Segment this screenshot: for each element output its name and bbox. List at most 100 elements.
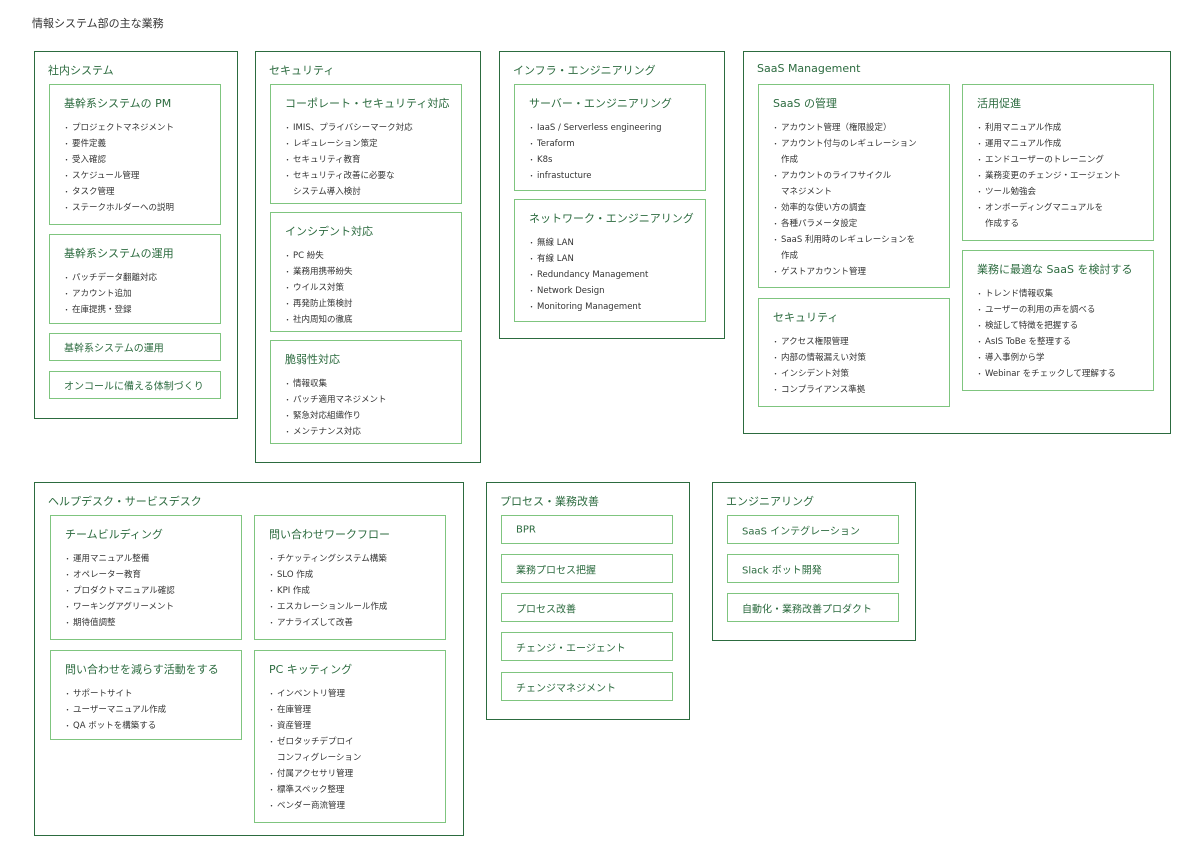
box-saas-evaluation: 業務に最適な SaaS を検討する トレンド情報収集 ユーザーの利用の声を調べる…	[962, 250, 1154, 391]
list-item: ステークホルダーへの説明	[63, 200, 216, 216]
list-item: Webinar をチェックして理解する	[976, 366, 1149, 382]
list-item: ウイルス対策	[284, 280, 457, 296]
box-saas-adoption: 活用促進 利用マニュアル作成 運用マニュアル作成 エンドユーザーのトレーニング …	[962, 84, 1154, 241]
item-list: 情報収集 パッチ適用マネジメント 緊急対応組織作り メンテナンス対応	[284, 376, 457, 440]
box-inquiry-workflow: 問い合わせワークフロー チケッティングシステム構築 SLO 作成 KPI 作成 …	[254, 515, 446, 640]
list-item: ゼロタッチデプロイ	[268, 734, 441, 750]
box-label: 基幹系システムの運用	[64, 343, 164, 355]
group-title: セキュリティ	[269, 64, 335, 77]
list-item: メンテナンス対応	[284, 424, 457, 440]
list-item: 内部の情報漏えい対策	[772, 350, 945, 366]
box-title: 問い合わせを減らす活動をする	[65, 663, 219, 676]
item-list: 利用マニュアル作成 運用マニュアル作成 エンドユーザーのトレーニング 業務変更の…	[976, 120, 1149, 232]
box-saas-integration: SaaS インテグレーション	[727, 515, 899, 544]
list-item: ベンダー商流管理	[268, 798, 441, 814]
list-item: Network Design	[528, 283, 701, 299]
list-item: 標準スペック整理	[268, 782, 441, 798]
list-item: ユーザーマニュアル作成	[64, 702, 237, 718]
group-infra-engineering: インフラ・エンジニアリング サーバー・エンジニアリング IaaS / Serve…	[499, 51, 725, 339]
list-item: チケッティングシステム構築	[268, 551, 441, 567]
list-item: パッチ適用マネジメント	[284, 392, 457, 408]
group-engineering: エンジニアリング SaaS インテグレーション Slack ボット開発 自動化・…	[712, 482, 916, 641]
box-slack-bot: Slack ボット開発	[727, 554, 899, 583]
list-item: プロジェクトマネジメント	[63, 120, 216, 136]
list-item: PC 紛失	[284, 248, 457, 264]
box-team-building: チームビルディング 運用マニュアル整備 オペレーター教育 プロダクトマニュアル確…	[50, 515, 242, 640]
list-item-continuation: 作成	[781, 155, 799, 165]
box-title: 基幹系システムの運用	[64, 247, 174, 260]
box-title: チームビルディング	[65, 528, 163, 541]
box-title: コーポレート・セキュリティ対応	[285, 97, 450, 110]
box-server-engineering: サーバー・エンジニアリング IaaS / Serverless engineer…	[514, 84, 706, 191]
box-reduce-inquiries: 問い合わせを減らす活動をする サポートサイト ユーザーマニュアル作成 QA ボッ…	[50, 650, 242, 740]
list-item: 緊急対応組織作り	[284, 408, 457, 424]
box-title: インシデント対応	[285, 225, 373, 238]
group-saas-management: SaaS Management SaaS の管理 アカウント管理（権限設定） ア…	[743, 51, 1171, 434]
item-list: アクセス権限管理 内部の情報漏えい対策 インシデント対策 コンプライアンス準拠	[772, 334, 945, 398]
list-item-continuation: 作成する	[985, 219, 1020, 229]
box-incident-response: インシデント対応 PC 紛失 業務用携帯紛失 ウイルス対策 再発防止策検討 社内…	[270, 212, 462, 332]
box-automation-product: 自動化・業務改善プロダクト	[727, 593, 899, 622]
list-item: コンプライアンス準拠	[772, 382, 945, 398]
list-item: ゲストアカウント管理	[772, 264, 945, 280]
box-label: プロセス改善	[516, 604, 576, 615]
box-label: チェンジ・エージェント	[516, 643, 626, 654]
box-title: PC キッティング	[269, 663, 353, 676]
box-core-system-ops-simple: 基幹系システムの運用	[49, 333, 221, 361]
item-list: インベントリ管理 在庫管理 資産管理 ゼロタッチデプロイ コンフィグレーション …	[268, 686, 441, 814]
box-title: 脆弱性対応	[285, 353, 340, 366]
box-title: 基幹系システムの PM	[64, 97, 172, 110]
list-item: 社内周知の徹底	[284, 312, 457, 328]
box-title: サーバー・エンジニアリング	[529, 97, 672, 110]
box-title: SaaS の管理	[773, 97, 837, 110]
list-item: ワーキングアグリーメント	[64, 599, 237, 615]
box-process-improvement: プロセス改善	[501, 593, 673, 622]
list-item: 在庫管理	[268, 702, 441, 718]
list-item: SLO 作成	[268, 567, 441, 583]
group-title: インフラ・エンジニアリング	[513, 64, 656, 77]
box-title: 問い合わせワークフロー	[269, 528, 390, 541]
list-item: 利用マニュアル作成	[976, 120, 1149, 136]
item-list: 無線 LAN 有線 LAN Redundancy Management Netw…	[528, 235, 701, 315]
list-item: エンドユーザーのトレーニング	[976, 152, 1149, 168]
box-change-management: チェンジマネジメント	[501, 672, 673, 701]
list-item: オンボーディングマニュアルを	[976, 200, 1149, 216]
box-title: セキュリティ	[773, 311, 839, 324]
list-item: 導入事例から学	[976, 350, 1149, 366]
box-title: 業務に最適な SaaS を検討する	[977, 263, 1133, 276]
list-item: 無線 LAN	[528, 235, 701, 251]
list-item: セキュリティ教育	[284, 152, 457, 168]
list-item: 情報収集	[284, 376, 457, 392]
box-saas-admin: SaaS の管理 アカウント管理（権限設定） アカウント付与のレギュレーション …	[758, 84, 950, 288]
list-item: アカウント管理（権限設定）	[772, 120, 945, 136]
list-item: プロダクトマニュアル確認	[64, 583, 237, 599]
list-item: ユーザーの利用の声を調べる	[976, 302, 1149, 318]
box-label: チェンジマネジメント	[516, 683, 616, 694]
list-item: AsIS ToBe を整理する	[976, 334, 1149, 350]
list-item: ツール勉強会	[976, 184, 1149, 200]
box-label: BPR	[516, 524, 536, 535]
list-item: サポートサイト	[64, 686, 237, 702]
list-item: オペレーター教育	[64, 567, 237, 583]
list-item: アクセス権限管理	[772, 334, 945, 350]
box-business-process: 業務プロセス把握	[501, 554, 673, 583]
box-core-system-pm: 基幹系システムの PM プロジェクトマネジメント 要件定義 受入確認 スケジュー…	[49, 84, 221, 225]
list-item: トレンド情報収集	[976, 286, 1149, 302]
box-label: オンコールに備える体制づくり	[64, 381, 204, 393]
box-saas-security: セキュリティ アクセス権限管理 内部の情報漏えい対策 インシデント対策 コンプラ…	[758, 298, 950, 407]
list-item: 各種パラメータ設定	[772, 216, 945, 232]
group-helpdesk: ヘルプデスク・サービスデスク チームビルディング 運用マニュアル整備 オペレータ…	[34, 482, 464, 836]
list-item: QA ボットを構築する	[64, 718, 237, 734]
item-list: IMIS、プライバシーマーク対応 レギュレーション策定 セキュリティ教育 セキュ…	[284, 120, 457, 200]
group-title: ヘルプデスク・サービスデスク	[48, 495, 202, 508]
list-item: 再発防止策検討	[284, 296, 457, 312]
list-item: 有線 LAN	[528, 251, 701, 267]
item-list: サポートサイト ユーザーマニュアル作成 QA ボットを構築する	[64, 686, 237, 734]
list-item: タスク管理	[63, 184, 216, 200]
list-item: 在庫提携・登録	[63, 302, 216, 318]
box-oncall: オンコールに備える体制づくり	[49, 371, 221, 399]
list-item: パッチデータ翻離対応	[63, 270, 216, 286]
list-item: 効率的な使い方の調査	[772, 200, 945, 216]
box-change-agent: チェンジ・エージェント	[501, 632, 673, 661]
item-list: IaaS / Serverless engineering Teraform K…	[528, 120, 701, 184]
